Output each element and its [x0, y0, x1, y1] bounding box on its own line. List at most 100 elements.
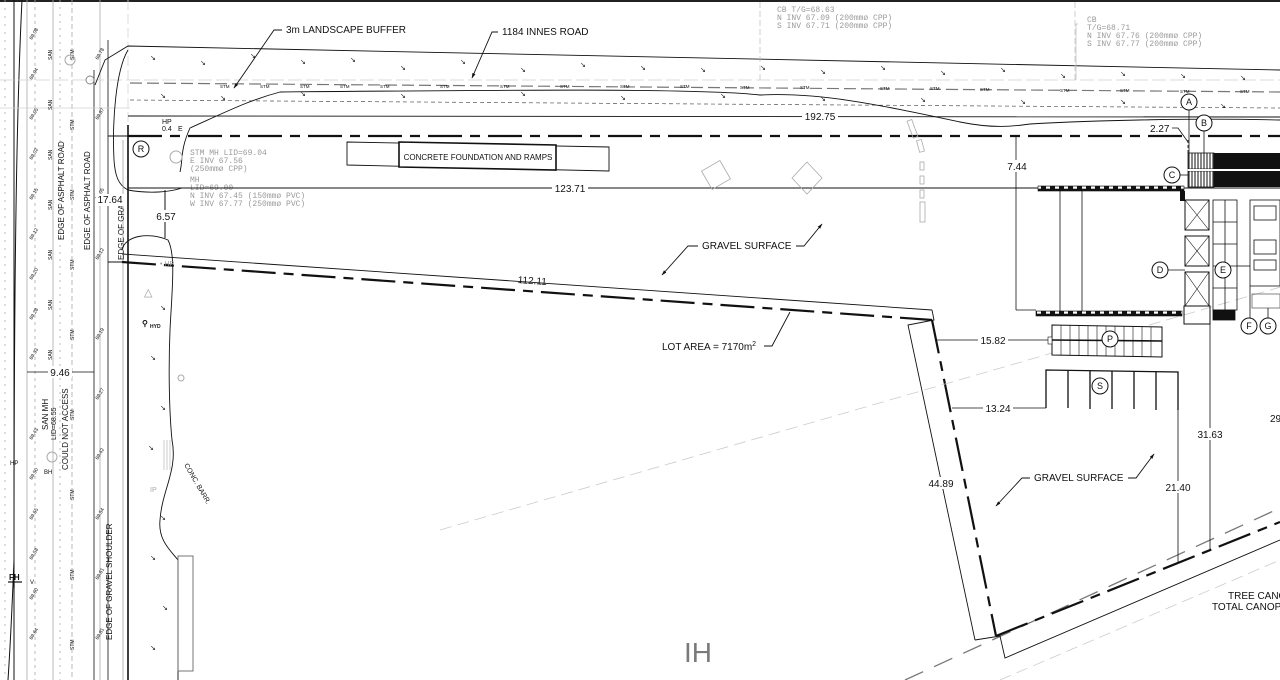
svg-text:LID=68.55: LID=68.55: [51, 407, 58, 440]
catch-basin-note-1: CB T/G=68.63 N INV 67.09 (200mmø CPP) S …: [777, 6, 892, 31]
svg-text:LOT AREA = 7170m2: LOT AREA = 7170m2: [662, 341, 756, 353]
svg-text:↘: ↘: [880, 65, 886, 72]
svg-text:STM: STM: [930, 86, 940, 91]
svg-text:↘: ↘: [720, 93, 726, 100]
svg-text:TOTAL CANOP: TOTAL CANOP: [1212, 602, 1280, 613]
svg-text:E: E: [1220, 265, 1226, 275]
svg-text:S: S: [1097, 381, 1103, 391]
svg-text:STM: STM: [620, 84, 630, 89]
dimension-15-82: 15.82: [936, 334, 1048, 347]
svg-text:6.57: 6.57: [156, 212, 176, 223]
svg-text:R: R: [138, 144, 145, 154]
svg-text:↘: ↘: [200, 60, 206, 67]
road-labels: EDGE OF ASPHALT ROAD EDGE OF ASPHALT ROA…: [10, 141, 211, 640]
svg-text:STM: STM: [680, 84, 690, 89]
svg-text:69.28: 69.28: [29, 307, 41, 321]
fire-hydrant-symbol: FH: [8, 573, 22, 588]
gravel-surface-note-south: GRAVEL SURFACE: [995, 453, 1155, 507]
svg-text:BH: BH: [44, 470, 52, 476]
svg-text:17.64: 17.64: [97, 195, 122, 206]
svg-text:EDGE OF ASPHALT ROAD: EDGE OF ASPHALT ROAD: [83, 151, 92, 250]
svg-text:↘: ↘: [400, 65, 406, 72]
svg-text:⚲: ⚲: [142, 319, 148, 328]
svg-text:STM: STM: [440, 84, 450, 89]
svg-text:CB: CB: [1087, 16, 1097, 25]
buffer-inner-dashed: [129, 99, 1280, 109]
svg-text:↘: ↘: [1180, 73, 1186, 80]
callout-s: S: [1091, 377, 1109, 395]
svg-text:69.54: 69.54: [95, 507, 107, 521]
dashed-blocks: [906, 119, 926, 223]
svg-text:STM: STM: [70, 489, 76, 500]
svg-text:STM: STM: [560, 84, 570, 89]
building-strip-north: [1187, 152, 1280, 188]
svg-text:↘: ↘: [300, 91, 306, 98]
address-note: 1184 INNES ROAD: [471, 27, 589, 79]
dimension-192-75: 192.75: [127, 110, 1280, 123]
valve-symbol: [85, 75, 95, 85]
svg-text:SAN: SAN: [48, 349, 54, 360]
property-line-south: [121, 260, 933, 322]
mh-note: MH LID=69.00 N INV 67.45 (150mmø PVC) W …: [190, 176, 305, 209]
svg-text:EDGE OF GRA: EDGE OF GRA: [117, 204, 126, 260]
svg-text:CB T/G=68.63: CB T/G=68.63: [777, 6, 835, 15]
easement-line-light-2: [999, 559, 1280, 680]
svg-text:STM: STM: [220, 84, 230, 89]
svg-text:↘: ↘: [520, 67, 526, 74]
svg-text:↘: ↘: [920, 97, 926, 104]
swale-line-west: [113, 49, 183, 193]
svg-text:SAN: SAN: [48, 199, 54, 210]
svg-text:↘: ↘: [520, 91, 526, 98]
svg-text:GRAVEL SURFACE: GRAVEL SURFACE: [702, 241, 792, 252]
unit-block-fg: [1237, 199, 1280, 309]
svg-text:↘: ↘: [150, 355, 156, 362]
san-manhole-symbol: [46, 451, 58, 463]
lot-line-east-thin: [907, 309, 976, 641]
unit-stack-e: [1212, 199, 1238, 321]
svg-text:STM: STM: [500, 84, 510, 89]
tree-canopy-note: TREE CANO TOTAL CANOP: [1212, 591, 1280, 613]
svg-text:B: B: [1201, 118, 1207, 128]
svg-text:69.33: 69.33: [29, 347, 41, 361]
svg-text:9.46: 9.46: [50, 368, 70, 379]
svg-text:STM: STM: [880, 86, 890, 91]
parking-stalls-s: [1045, 369, 1179, 410]
svg-text:T/G=68.71: T/G=68.71: [1087, 24, 1130, 33]
svg-text:CONCRETE FOUNDATION AND RAMPS: CONCRETE FOUNDATION AND RAMPS: [404, 153, 553, 162]
catch-basin-note-2: CB T/G=68.71 N INV 67.76 (200mmø CPP) S …: [1087, 16, 1202, 49]
svg-text:↘: ↘: [1240, 75, 1246, 82]
cb2-leader-hook: [1075, 23, 1078, 80]
dimension-9-46: 9.46: [27, 366, 94, 379]
svg-text:↘: ↘: [1060, 73, 1066, 80]
svg-text:↘: ↘: [400, 93, 406, 100]
zone-label: IH: [684, 637, 712, 668]
svg-text:C: C: [1169, 170, 1176, 180]
svg-text:STM: STM: [70, 409, 76, 420]
svg-text:31.63: 31.63: [1197, 430, 1222, 441]
svg-text:(250mmø CPP): (250mmø CPP): [190, 165, 248, 174]
svg-text:P: P: [1107, 334, 1113, 344]
svg-text:STM: STM: [800, 85, 810, 90]
svg-text:STM: STM: [380, 84, 390, 89]
svg-text:69.12: 69.12: [95, 247, 107, 261]
svg-text:1184 INNES ROAD: 1184 INNES ROAD: [502, 27, 589, 38]
svg-text:STM: STM: [70, 639, 76, 650]
svg-text:V: V: [30, 580, 34, 586]
svg-text:↘: ↘: [300, 59, 306, 66]
gravel-surface-note-north: GRAVEL SURFACE: [661, 223, 823, 276]
swale-line: [179, 89, 1280, 173]
callout-p: P: [1101, 330, 1119, 348]
svg-text:STM: STM: [70, 329, 76, 340]
svg-text:STM MH LID=69.04: STM MH LID=69.04: [190, 149, 267, 158]
svg-text:↘: ↘: [160, 93, 166, 100]
svg-text:G: G: [1264, 321, 1271, 331]
callout-g: G: [1259, 308, 1277, 335]
svg-text:STM: STM: [300, 84, 310, 89]
svg-text:↘: ↘: [1120, 71, 1126, 78]
svg-text:69.08: 69.08: [29, 27, 41, 41]
svg-text:W INV 67.77 (250mmø PVC): W INV 67.77 (250mmø PVC): [190, 200, 305, 209]
callout-c: C: [1163, 166, 1188, 184]
svg-text:MH: MH: [190, 176, 200, 185]
svg-text:STM: STM: [70, 119, 76, 130]
